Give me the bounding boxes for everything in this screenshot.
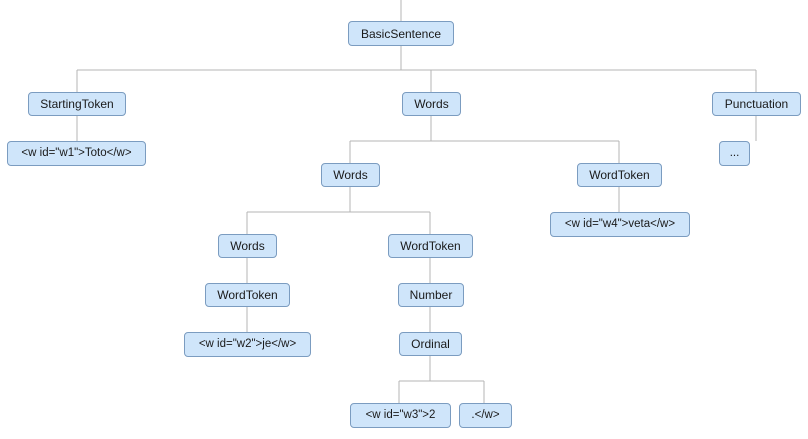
node-word-token-left[interactable]: WordToken	[205, 283, 290, 307]
node-word-token-right[interactable]: WordToken	[577, 163, 662, 187]
node-word-token-mid[interactable]: WordToken	[388, 234, 473, 258]
node-ordinal-value[interactable]: <w id="w3">2	[350, 403, 451, 428]
node-punctuation[interactable]: Punctuation	[712, 92, 801, 116]
node-starting-token-value[interactable]: <w id="w1">Toto</w>	[7, 141, 146, 166]
node-ordinal[interactable]: Ordinal	[399, 332, 462, 356]
node-starting-token[interactable]: StartingToken	[28, 92, 126, 116]
node-word-token-left-value[interactable]: <w id="w2">je</w>	[184, 332, 311, 357]
node-word-token-right-value[interactable]: <w id="w4">veta</w>	[550, 212, 690, 237]
node-basic-sentence[interactable]: BasicSentence	[348, 21, 454, 46]
node-words-mid[interactable]: Words	[321, 163, 380, 187]
node-words-top[interactable]: Words	[402, 92, 461, 116]
node-ordinal-suffix[interactable]: .</w>	[459, 403, 512, 428]
node-words-low[interactable]: Words	[218, 234, 277, 258]
node-number[interactable]: Number	[398, 283, 464, 307]
node-punctuation-value[interactable]: ...	[719, 141, 750, 166]
